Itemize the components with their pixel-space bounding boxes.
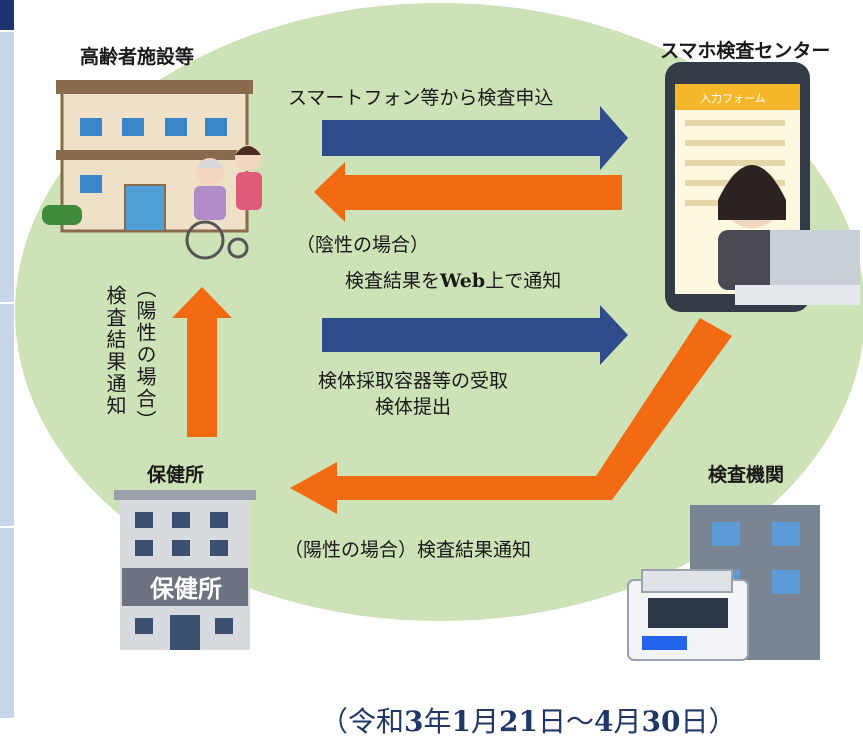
health-center-building-icon: 保健所 [114,490,256,650]
period-d2: 30 [641,705,681,738]
facility-label: 高齢者施設等 [80,46,195,68]
phone-operator-icon: 入力フォーム [665,62,860,312]
apply-arrow [322,106,628,170]
negative-result-label: 検査結果をWeb上で通知 [345,266,561,293]
health-center-label: 保健所 [147,464,205,486]
negative-paren-label: （陰性の場合） [296,234,430,256]
nursing-home-icon [42,80,262,260]
positive-vertical-result: 検査結果通知 [103,285,127,417]
period-text: （令和3年1月21日～4月30日） [320,700,736,740]
sidebar-light-block [0,32,14,302]
negative-result-post: 上で通知 [485,270,562,292]
receive-label-line1: 検体採取容器等の受取 [318,370,509,392]
receive-arrow [322,305,628,365]
period-year: 3 [404,705,424,738]
negative-result-pre: 検査結果を [345,270,441,292]
health-center-sign: 保健所 [149,575,222,603]
receive-label-line2: 検体提出 [375,396,452,418]
period-m2-unit: 月 [613,705,642,738]
sidebar-light-block [0,528,14,718]
phone-screen-title: 入力フォーム [700,92,766,105]
center-label: スマホ検査センター [660,40,831,62]
period-d1: 21 [499,705,538,738]
positive-lab-arrow [290,318,732,514]
negative-result-web: Web [440,270,486,292]
sidebar-light-block [0,304,14,526]
period-year-unit: 年 [423,705,452,738]
sidebar-dark-block [0,0,14,30]
apply-label: スマートフォン等から検査申込 [288,87,554,109]
laboratory-icon [627,505,820,661]
period-m1: 1 [451,705,471,738]
period-m1-unit: 月 [471,705,500,738]
positive-vertical-arrow [172,287,232,437]
period-d2-unit: 日） [680,705,737,738]
positive-vertical-paren: （陽性の場合） [133,278,157,432]
negative-result-arrow [314,162,622,222]
period-open: （令和 [320,705,405,738]
lab-label: 検査機関 [708,464,785,486]
period-m2: 4 [594,705,614,738]
left-sidebar-strip [0,0,14,741]
period-d1-unit: 日～ [537,705,594,738]
positive-lab-label: （陽性の場合）検査結果通知 [284,539,532,561]
